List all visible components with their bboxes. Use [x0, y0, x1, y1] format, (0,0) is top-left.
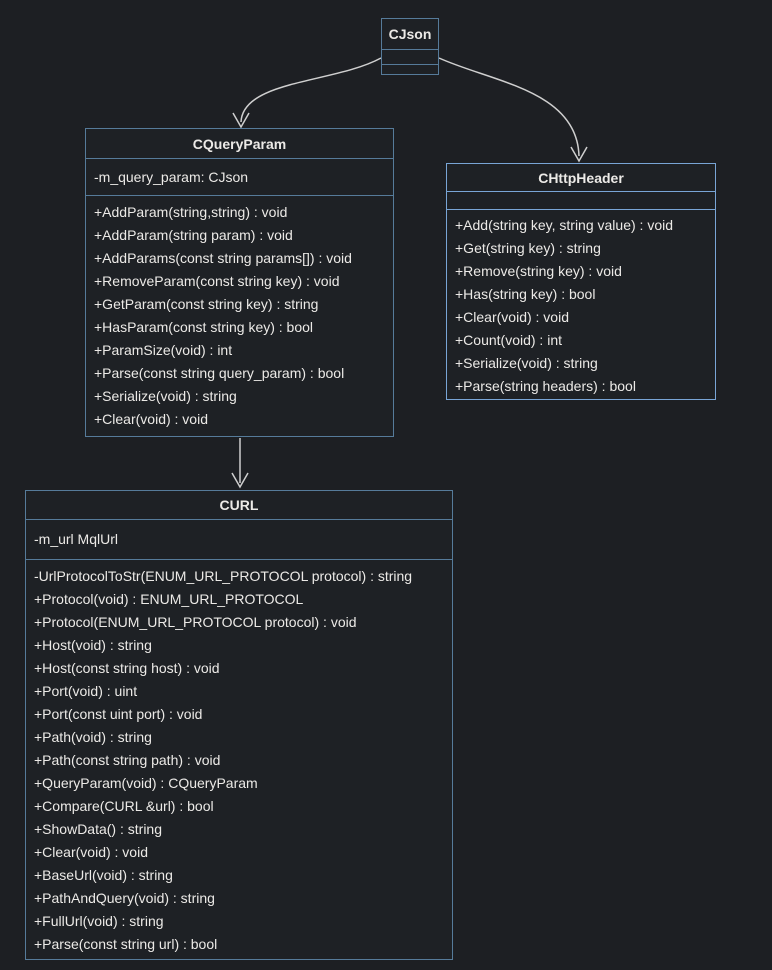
- member-row: +AddParam(string,string) : void: [94, 204, 288, 220]
- member-row: +FullUrl(void) : string: [34, 913, 164, 929]
- member-row: +Clear(void) : void: [34, 844, 148, 860]
- edge-cjson-to-chttpheader: [438, 57, 580, 157]
- member-row: +Port(void) : uint: [34, 683, 138, 699]
- class-attributes: -m_query_param: CJson: [86, 158, 393, 195]
- member-row: +Compare(CURL &url) : bool: [34, 798, 214, 814]
- member-row: +Path(void) : string: [34, 729, 152, 745]
- class-title: CURL: [219, 497, 259, 513]
- member-row: +PathAndQuery(void) : string: [34, 890, 215, 906]
- member-row: +AddParam(string param) : void: [94, 227, 293, 243]
- class-methods: -UrlProtocolToStr(ENUM_URL_PROTOCOL prot…: [26, 559, 452, 959]
- member-row: +Protocol(ENUM_URL_PROTOCOL protocol) : …: [34, 614, 357, 630]
- member-row: +GetParam(const string key) : string: [94, 296, 319, 312]
- class-box-curl[interactable]: CURL -m_url MqlUrl -UrlProtocolToStr(ENU…: [25, 490, 453, 960]
- member-row: +ParamSize(void) : int: [94, 342, 233, 358]
- member-row: +HasParam(const string key) : bool: [94, 319, 314, 335]
- class-attributes: [447, 191, 715, 209]
- member-row: +Clear(void) : void: [94, 411, 208, 427]
- member-row: +Host(void) : string: [34, 637, 152, 653]
- class-methods: [382, 64, 438, 74]
- member-row: +Clear(void) : void: [455, 309, 569, 325]
- member-row: +Parse(const string url) : bool: [34, 936, 218, 952]
- arrowhead-cqueryparam: [232, 112, 250, 129]
- class-box-cqueryparam[interactable]: CQueryParam -m_query_param: CJson +AddPa…: [85, 128, 394, 437]
- arrowhead-curl: [231, 472, 249, 489]
- member-row: +Get(string key) : string: [455, 240, 601, 256]
- arrowhead-chttpheader: [570, 146, 588, 163]
- class-title: CQueryParam: [192, 135, 287, 152]
- member-row: -UrlProtocolToStr(ENUM_URL_PROTOCOL prot…: [34, 568, 413, 584]
- class-title: CJson: [388, 26, 432, 42]
- member-row: +QueryParam(void) : CQueryParam: [34, 775, 258, 791]
- member-row: +Count(void) : int: [455, 332, 562, 348]
- member-row: +Remove(string key) : void: [455, 263, 622, 279]
- member-row: +Has(string key) : bool: [455, 286, 596, 302]
- member-row: +RemoveParam(const string key) : void: [94, 273, 340, 289]
- member-row: +Port(const uint port) : void: [34, 706, 203, 722]
- member-row: +Add(string key, string value) : void: [455, 217, 674, 233]
- member-row: +Parse(string headers) : bool: [455, 378, 636, 394]
- member-row: +Serialize(void) : string: [455, 355, 598, 371]
- class-attributes: -m_url MqlUrl: [26, 519, 452, 559]
- member-row: +Serialize(void) : string: [94, 388, 237, 404]
- class-title: CHttpHeader: [538, 169, 624, 186]
- member-row: +ShowData() : string: [34, 821, 162, 837]
- member-row: +AddParams(const string params[]) : void: [94, 250, 352, 266]
- member-row: -m_query_param: CJson: [94, 168, 249, 185]
- class-methods: +AddParam(string,string) : void +AddParam…: [86, 195, 393, 436]
- member-row: +BaseUrl(void) : string: [34, 867, 173, 883]
- member-row: +Host(const string host) : void: [34, 660, 220, 676]
- class-methods: +Add(string key, string value) : void +Ge…: [447, 209, 715, 399]
- class-box-chttpheader[interactable]: CHttpHeader +Add(string key, string valu…: [446, 163, 716, 400]
- member-row: +Protocol(void) : ENUM_URL_PROTOCOL: [34, 591, 304, 607]
- member-row: +Parse(const string query_param) : bool: [94, 365, 345, 381]
- class-box-cjson[interactable]: CJson: [381, 18, 439, 75]
- member-row: -m_url MqlUrl: [34, 531, 118, 547]
- member-row: +Path(const string path) : void: [34, 752, 221, 768]
- edge-cjson-to-cqueryparam: [240, 57, 382, 123]
- class-attributes: [382, 49, 438, 64]
